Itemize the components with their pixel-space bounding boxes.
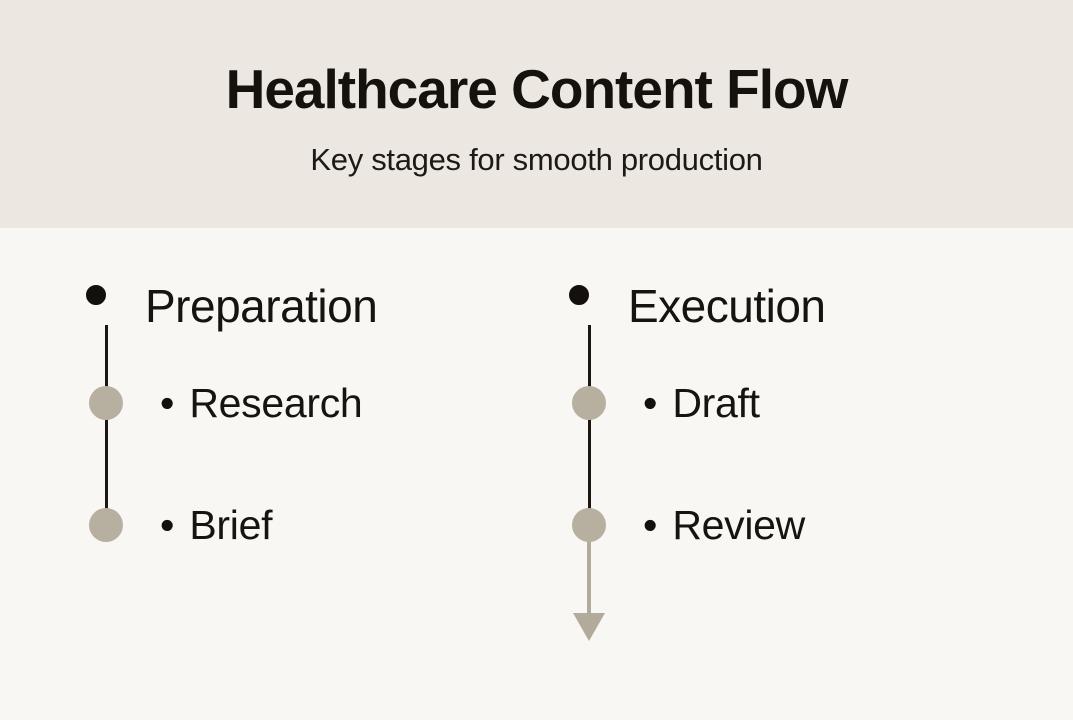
- page-title: Healthcare Content Flow: [225, 58, 849, 120]
- connector-line: [587, 325, 591, 527]
- dot-node-icon: [572, 386, 606, 420]
- stage-column-preparation: Preparation • Research • Brief: [86, 230, 526, 690]
- step-label: Review: [672, 502, 805, 548]
- step-label: Draft: [672, 380, 760, 426]
- ring-node-icon: [569, 285, 589, 305]
- stage-heading: Preparation: [145, 280, 378, 332]
- stage-heading: Execution: [628, 280, 826, 332]
- dot-node-icon: [89, 508, 123, 542]
- bullet-icon: •: [643, 380, 658, 426]
- stage-column-execution: Execution • Draft • Review: [569, 230, 1009, 690]
- flow-arrow-line: [587, 525, 591, 613]
- header-band: Healthcare Content Flow Key stages for s…: [0, 0, 1073, 228]
- connector-line: [104, 325, 108, 527]
- bullet-icon: •: [643, 502, 658, 548]
- step-item: • Brief: [160, 504, 272, 546]
- page-subtitle: Key stages for smooth production: [310, 142, 763, 177]
- dot-node-icon: [572, 508, 606, 542]
- step-item: • Research: [160, 380, 363, 426]
- step-label: Brief: [189, 502, 273, 548]
- ring-node-icon: [86, 285, 106, 305]
- arrow-down-icon: [573, 613, 605, 641]
- bullet-icon: •: [160, 502, 175, 548]
- dot-node-icon: [89, 386, 123, 420]
- step-item: • Review: [643, 504, 805, 546]
- step-label: Research: [189, 380, 363, 426]
- step-item: • Draft: [643, 382, 760, 424]
- bullet-icon: •: [160, 380, 175, 426]
